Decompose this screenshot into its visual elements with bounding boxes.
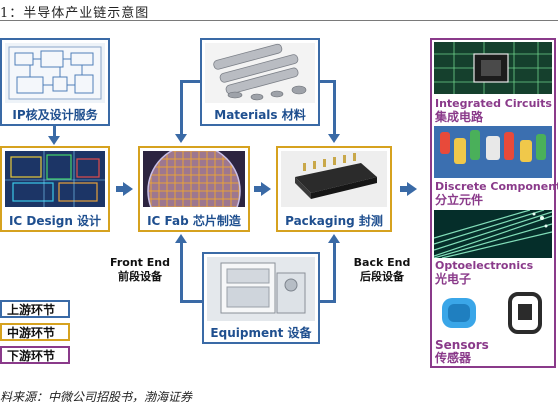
packaging-box: Packaging 封测 <box>276 146 392 232</box>
ic-design-box: IC Design 设计 <box>0 146 110 232</box>
connector-materials-pack-h <box>320 80 336 83</box>
connector-materials-fab-h <box>180 80 200 83</box>
connector-materials-fab-v <box>180 80 183 136</box>
discrete-application-en: Discrete Components <box>435 180 558 193</box>
connector-equip-pack-v <box>333 242 336 303</box>
materials-label: Materials 材料 <box>214 108 306 122</box>
arrow-up-icon <box>328 234 340 243</box>
packaging-image <box>281 151 387 207</box>
packaged-chip-icon <box>281 151 387 207</box>
circuit-board-chip-icon <box>434 42 552 94</box>
source-note: 料来源：中微公司招股书，渤海证券 <box>0 390 193 404</box>
materials-image <box>205 43 315 103</box>
ic-fab-label: IC Fab 芯片制造 <box>147 214 241 228</box>
silicon-ingots-icon <box>213 43 307 101</box>
connector-equip-fab-h <box>180 300 202 303</box>
discrete-application-image <box>434 126 552 178</box>
back-end-en: Back End <box>353 256 411 269</box>
back-end-label: Back End 后段设备 <box>346 256 418 284</box>
sensor-application-en: Sensors <box>435 338 489 352</box>
optical-fiber-icon <box>434 210 552 258</box>
arrow-up-icon <box>175 234 187 243</box>
ic-fab-box: IC Fab 芯片制造 <box>138 146 250 232</box>
ic-design-image <box>5 151 105 207</box>
connector-fab-pack <box>254 186 262 192</box>
back-end-cn: 后段设备 <box>360 270 404 283</box>
legend-midstream: 中游环节 <box>0 323 70 341</box>
equipment-image <box>207 257 315 321</box>
equipment-box: Equipment 设备 <box>202 252 320 344</box>
sensor-application-cn: 传感器 <box>435 351 472 365</box>
ic-application-image <box>434 42 552 94</box>
connector-materials-pack-v <box>333 80 336 136</box>
equipment-label: Equipment 设备 <box>210 326 312 340</box>
arrow-down-icon <box>328 134 340 143</box>
materials-box: Materials 材料 <box>200 38 320 126</box>
sensor-application-image <box>434 290 552 336</box>
silicon-wafer-icon <box>143 151 245 207</box>
connector-design-fab <box>116 186 124 192</box>
front-end-cn: 前段设备 <box>118 270 162 283</box>
wearable-sensor-icon <box>434 290 552 336</box>
connector-ip-design <box>53 126 56 138</box>
ip-box: IP核及设计服务 <box>0 38 110 126</box>
opto-application-cn: 光电子 <box>435 272 472 286</box>
legend-downstream: 下游环节 <box>0 346 70 364</box>
semiconductor-equipment-icon <box>207 257 315 321</box>
ip-label: IP核及设计服务 <box>12 108 98 122</box>
front-end-label: Front End 前段设备 <box>104 256 176 284</box>
legend-upstream: 上游环节 <box>0 300 70 318</box>
opto-application-en: Optoelectronics <box>435 259 534 272</box>
arrow-down-icon <box>175 134 187 143</box>
ic-application-en: Integrated Circuits <box>435 97 552 110</box>
opto-application-image <box>434 210 552 258</box>
figure-title: 1：半导体产业链示意图 <box>0 6 150 21</box>
connector-pack-apps <box>400 186 408 192</box>
discrete-application-cn: 分立元件 <box>435 193 484 207</box>
ic-application-cn: 集成电路 <box>435 110 484 124</box>
ic-fab-image <box>143 151 245 207</box>
chip-layout-icon <box>5 151 105 207</box>
front-end-en: Front End <box>110 256 170 269</box>
packaging-label: Packaging 封测 <box>285 214 383 228</box>
circuit-schematic-icon <box>8 46 102 100</box>
connector-equip-pack-h <box>320 300 336 303</box>
arrow-right-icon <box>407 182 417 196</box>
arrow-down-icon <box>48 136 60 145</box>
arrow-right-icon <box>261 182 271 196</box>
discrete-components-icon <box>434 126 552 178</box>
arrow-right-icon <box>123 182 133 196</box>
ic-design-label: IC Design 设计 <box>8 214 102 228</box>
title-rule <box>0 20 558 21</box>
connector-equip-fab-v <box>180 242 183 303</box>
ip-image <box>5 43 105 103</box>
